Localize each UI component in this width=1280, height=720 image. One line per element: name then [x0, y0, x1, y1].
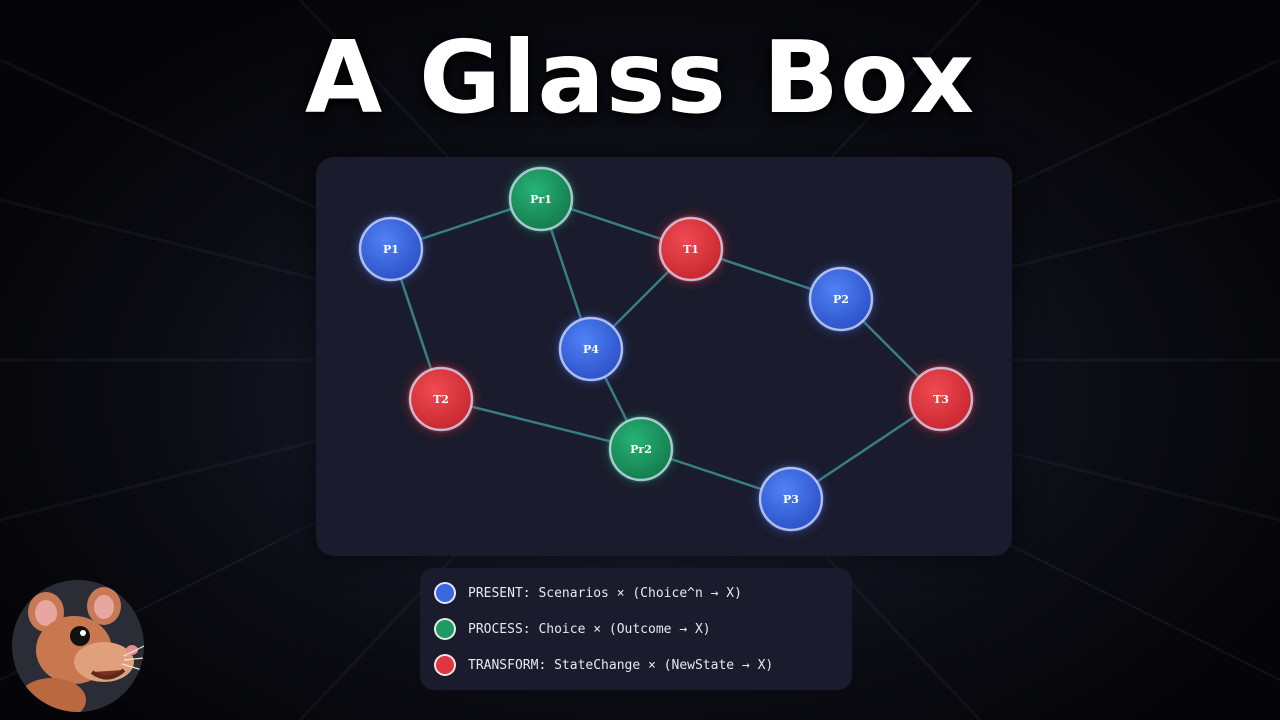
node-circle [558, 316, 624, 382]
node-label: P4 [583, 343, 599, 356]
node-circle [908, 366, 974, 432]
node-label: T1 [683, 243, 699, 256]
page-title: A Glass Box [304, 19, 976, 136]
graph-panel [316, 157, 1012, 556]
node-T1: T1 [657, 215, 725, 283]
node-T3: T3 [907, 365, 975, 433]
node-P4: P4 [557, 315, 625, 383]
transform-dot-icon [434, 654, 456, 676]
node-circle [808, 266, 874, 332]
node-label: Pr2 [630, 443, 652, 456]
node-P2: P2 [807, 265, 875, 333]
node-Pr2: Pr2 [607, 415, 675, 483]
legend-item-process: PROCESS: Choice × (Outcome → X) [434, 616, 711, 642]
present-dot-icon [434, 582, 456, 604]
node-Pr1: Pr1 [507, 165, 575, 233]
node-circle [358, 216, 424, 282]
legend-label-transform: TRANSFORM: StateChange × (NewState → X) [468, 657, 774, 673]
legend: PRESENT: Scenarios × (Choice^n → X) PROC… [420, 568, 852, 690]
node-T2: T2 [407, 365, 475, 433]
node-circle [658, 216, 724, 282]
node-label: P3 [783, 493, 799, 506]
node-label: T3 [933, 393, 949, 406]
legend-item-present: PRESENT: Scenarios × (Choice^n → X) [434, 580, 742, 606]
legend-label-present: PRESENT: Scenarios × (Choice^n → X) [468, 585, 742, 601]
edge-T2-Pr2 [440, 397, 642, 451]
node-circle [408, 366, 474, 432]
legend-item-transform: TRANSFORM: StateChange × (NewState → X) [434, 652, 773, 678]
node-circle [608, 416, 674, 482]
node-P1: P1 [357, 215, 425, 283]
node-label: P1 [383, 243, 399, 256]
node-P3: P3 [757, 465, 825, 533]
node-label: Pr1 [530, 193, 552, 206]
legend-label-process: PROCESS: Choice × (Outcome → X) [468, 621, 711, 637]
rat-mascot-icon [12, 580, 144, 712]
process-dot-icon [434, 618, 456, 640]
node-circle [758, 466, 824, 532]
node-label: T2 [433, 393, 449, 406]
node-label: P2 [833, 293, 849, 306]
node-circle [508, 166, 574, 232]
